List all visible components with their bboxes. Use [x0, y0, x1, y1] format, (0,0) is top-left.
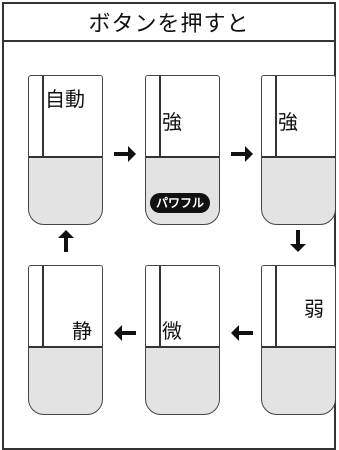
mode-label-quiet: 静	[72, 319, 92, 343]
arrow-left-icon	[231, 325, 253, 341]
mode-label-strong: 強	[278, 110, 298, 134]
mode-label-micro: 微	[162, 319, 182, 343]
arrow-right-icon	[114, 146, 136, 162]
mode-card-weak: 弱	[261, 265, 336, 415]
mode-card-micro: 微	[145, 265, 220, 415]
arrow-up-icon	[58, 230, 74, 252]
mode-card-strong-power: 強 パワフル	[145, 75, 220, 225]
mode-label-strong-power: 強	[162, 110, 182, 134]
mode-card-strong: 強	[261, 75, 336, 225]
page-title: ボタンを押すと	[4, 4, 334, 42]
mode-label-auto: 自動	[45, 87, 85, 111]
mode-label-weak: 弱	[304, 297, 324, 321]
arrow-right-icon	[231, 146, 253, 162]
arrow-down-icon	[290, 230, 306, 252]
mode-card-quiet: 静	[28, 265, 103, 415]
mode-card-auto: 自動	[28, 75, 103, 225]
powerful-badge: パワフル	[150, 193, 211, 213]
arrow-left-icon	[114, 325, 136, 341]
